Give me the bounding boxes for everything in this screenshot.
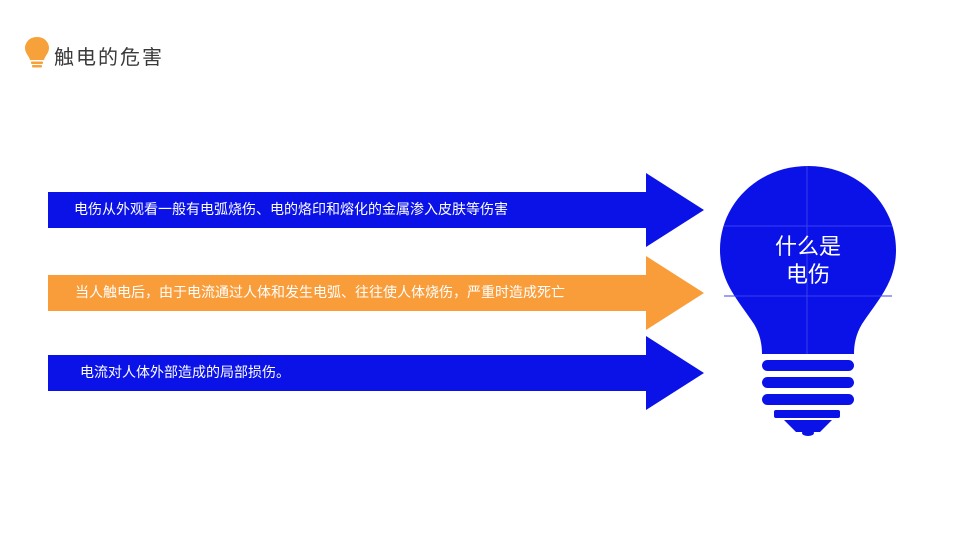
- bulb-label-line-1: 什么是: [774, 235, 841, 260]
- lightbulb-graphic: 什么是 电伤: [718, 164, 898, 444]
- bulb-label-line-2: 电伤: [785, 263, 830, 288]
- arrow-item-3: 电流对人体外部造成的局部损伤。: [48, 336, 708, 410]
- arrow-shape-1: [48, 173, 704, 247]
- page-title: 触电的危害: [54, 45, 164, 69]
- arrow-item-1: 电伤从外观看一般有电弧烧伤、电的烙印和熔化的金属渗入皮肤等伤害: [48, 173, 708, 247]
- arrow-text-1: 电伤从外观看一般有电弧烧伤、电的烙印和熔化的金属渗入皮肤等伤害: [74, 202, 508, 218]
- lightbulb-icon: [25, 37, 49, 68]
- arrow-item-2: 当人触电后，由于电流通过人体和发生电弧、往往使人体烧伤，严重时造成死亡: [48, 256, 708, 330]
- arrow-shape-2: [48, 256, 704, 330]
- arrow-text-2: 当人触电后，由于电流通过人体和发生电弧、往往使人体烧伤，严重时造成死亡: [75, 285, 565, 301]
- arrow-text-3: 电流对人体外部造成的局部损伤。: [80, 365, 290, 381]
- bulb-label: 什么是 电伤: [738, 234, 878, 290]
- lightbulb-shape: [720, 166, 896, 436]
- arrow-shape-3: [48, 336, 704, 410]
